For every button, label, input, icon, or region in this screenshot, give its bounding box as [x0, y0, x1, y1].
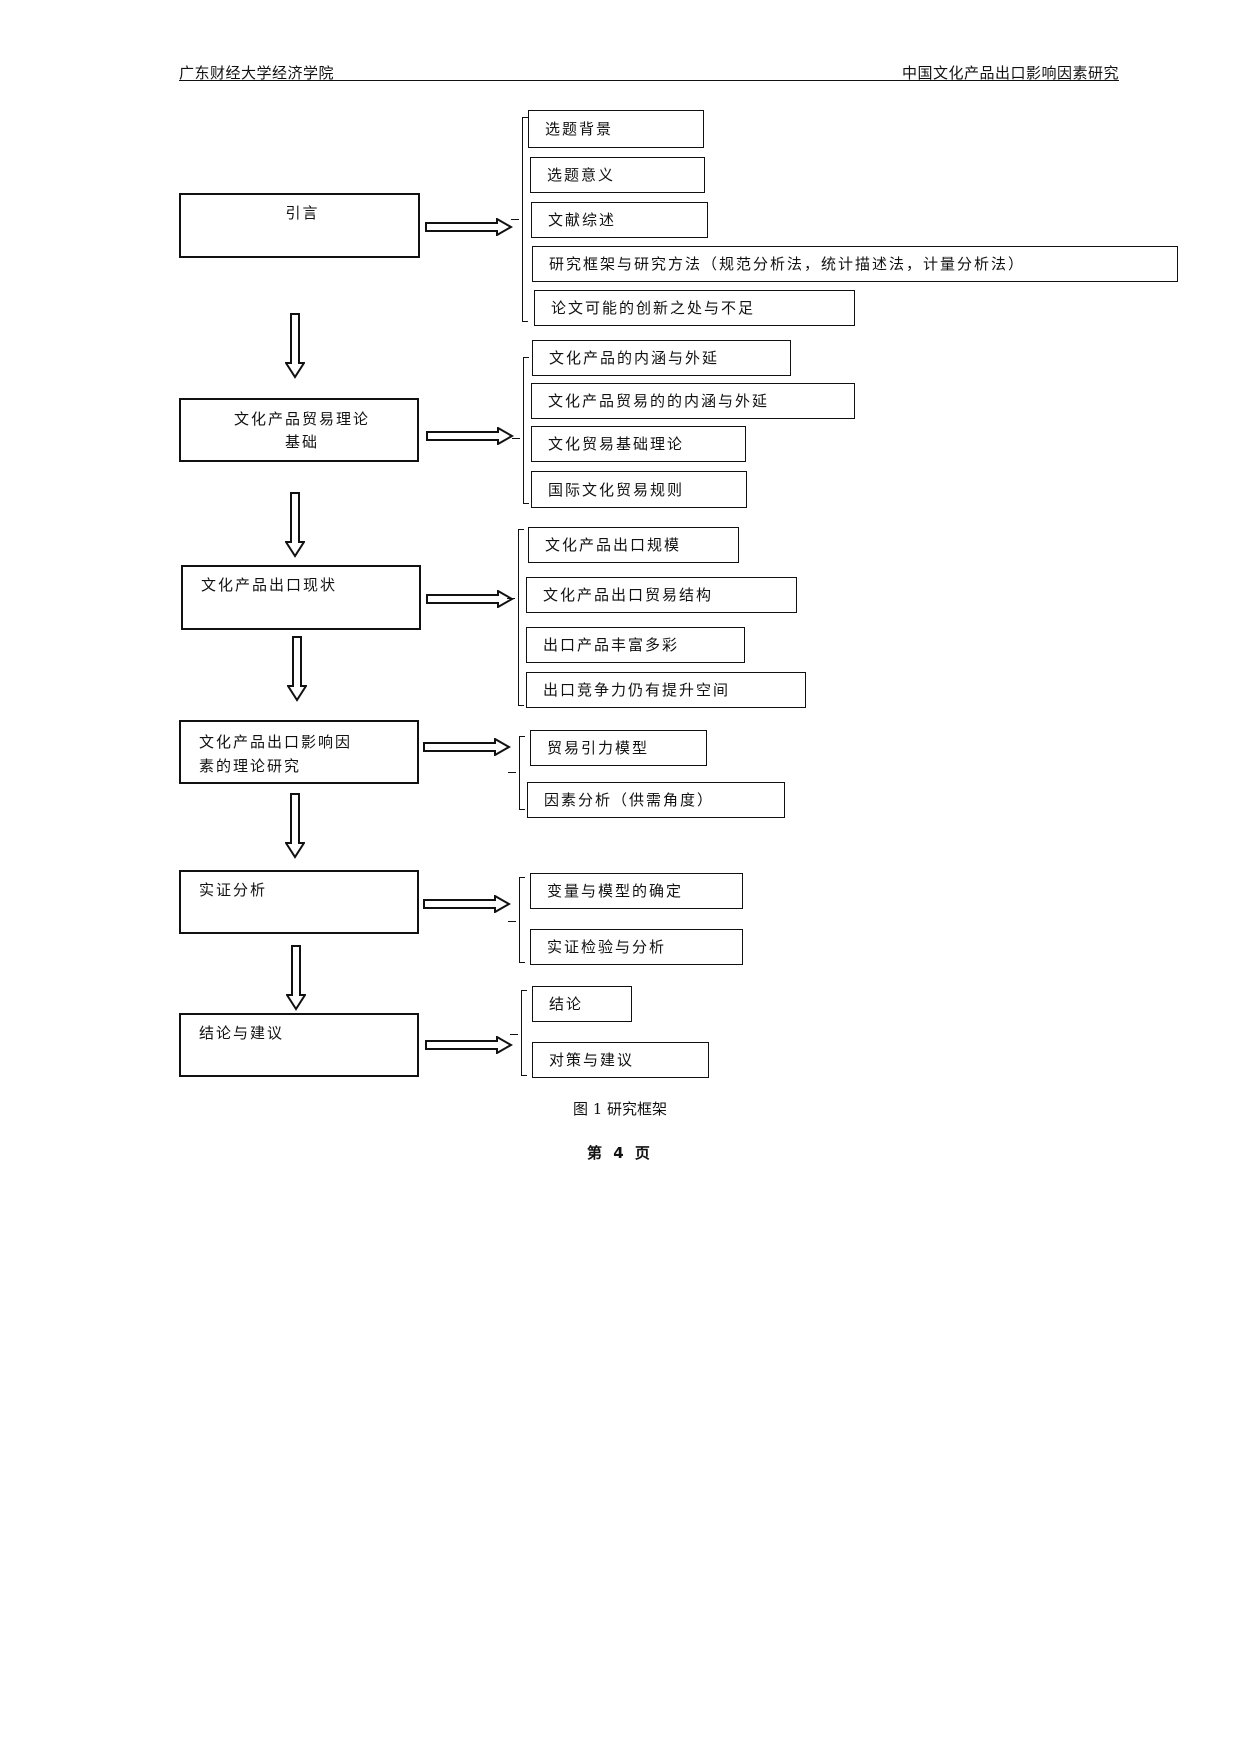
sub-item: 文化产品出口规模	[528, 527, 739, 563]
sub-item: 变量与模型的确定	[530, 873, 743, 909]
stage-conclusion: 结论与建议	[179, 1013, 419, 1077]
stage-export-status: 文化产品出口现状	[181, 565, 421, 630]
sub-item: 贸易引力模型	[530, 730, 707, 766]
sub-item: 文化产品出口贸易结构	[526, 577, 797, 613]
stage-label: 文化产品出口现状	[201, 576, 338, 594]
bracket	[511, 117, 528, 322]
right-arrow-icon	[426, 590, 514, 608]
figure-caption: 图 1 研究框架	[572, 1100, 668, 1118]
right-arrow-icon	[423, 895, 511, 913]
sub-item: 对策与建议	[532, 1042, 709, 1078]
down-arrow-icon	[285, 492, 305, 558]
bracket	[507, 529, 524, 706]
bracket	[508, 877, 525, 963]
page-number: 第 4 页	[587, 1144, 653, 1162]
stage-label-line: 文化产品出口影响因	[199, 733, 353, 751]
sub-item: 文化产品贸易的的内涵与外延	[531, 383, 855, 419]
sub-item: 出口产品丰富多彩	[526, 627, 745, 663]
stage-empirical-analysis: 实证分析	[179, 870, 419, 934]
sub-item: 研究框架与研究方法（规范分析法，统计描述法，计量分析法）	[532, 246, 1178, 282]
sub-item: 实证检验与分析	[530, 929, 743, 965]
down-arrow-icon	[287, 636, 307, 702]
stage-label-line: 素的理论研究	[199, 757, 302, 775]
down-arrow-icon	[285, 313, 305, 379]
bracket	[510, 990, 527, 1076]
sub-item: 因素分析（供需角度）	[527, 782, 785, 818]
sub-item: 选题背景	[528, 110, 704, 148]
bracket	[512, 357, 529, 504]
sub-item: 文献综述	[531, 202, 708, 238]
stage-label: 结论与建议	[199, 1024, 285, 1042]
right-arrow-icon	[426, 427, 514, 445]
down-arrow-icon	[285, 793, 305, 859]
stage-introduction: 引言	[179, 193, 420, 258]
bracket	[508, 736, 525, 810]
sub-item: 文化产品的内涵与外延	[532, 340, 791, 376]
down-arrow-icon	[286, 945, 306, 1011]
stage-trade-theory: 文化产品贸易理论 基础	[179, 398, 419, 462]
right-arrow-icon	[425, 1036, 513, 1054]
header-rule	[179, 80, 1119, 81]
sub-item: 结论	[532, 986, 632, 1022]
right-arrow-icon	[425, 218, 513, 236]
stage-label: 实证分析	[199, 881, 268, 899]
sub-item: 出口竞争力仍有提升空间	[526, 672, 806, 708]
sub-item: 文化贸易基础理论	[531, 426, 746, 462]
sub-item: 国际文化贸易规则	[531, 471, 747, 508]
stage-label-line: 文化产品贸易理论	[233, 410, 370, 428]
sub-item: 论文可能的创新之处与不足	[534, 290, 855, 326]
right-arrow-icon	[423, 738, 511, 756]
stage-label-line: 基础	[284, 433, 319, 451]
stage-label: 引言	[285, 204, 320, 222]
sub-item: 选题意义	[530, 157, 705, 193]
stage-influencing-factors-theory: 文化产品出口影响因 素的理论研究	[179, 720, 419, 784]
header-institution: 广东财经大学经济学院	[179, 64, 335, 82]
header-title: 中国文化产品出口影响因素研究	[901, 64, 1119, 82]
